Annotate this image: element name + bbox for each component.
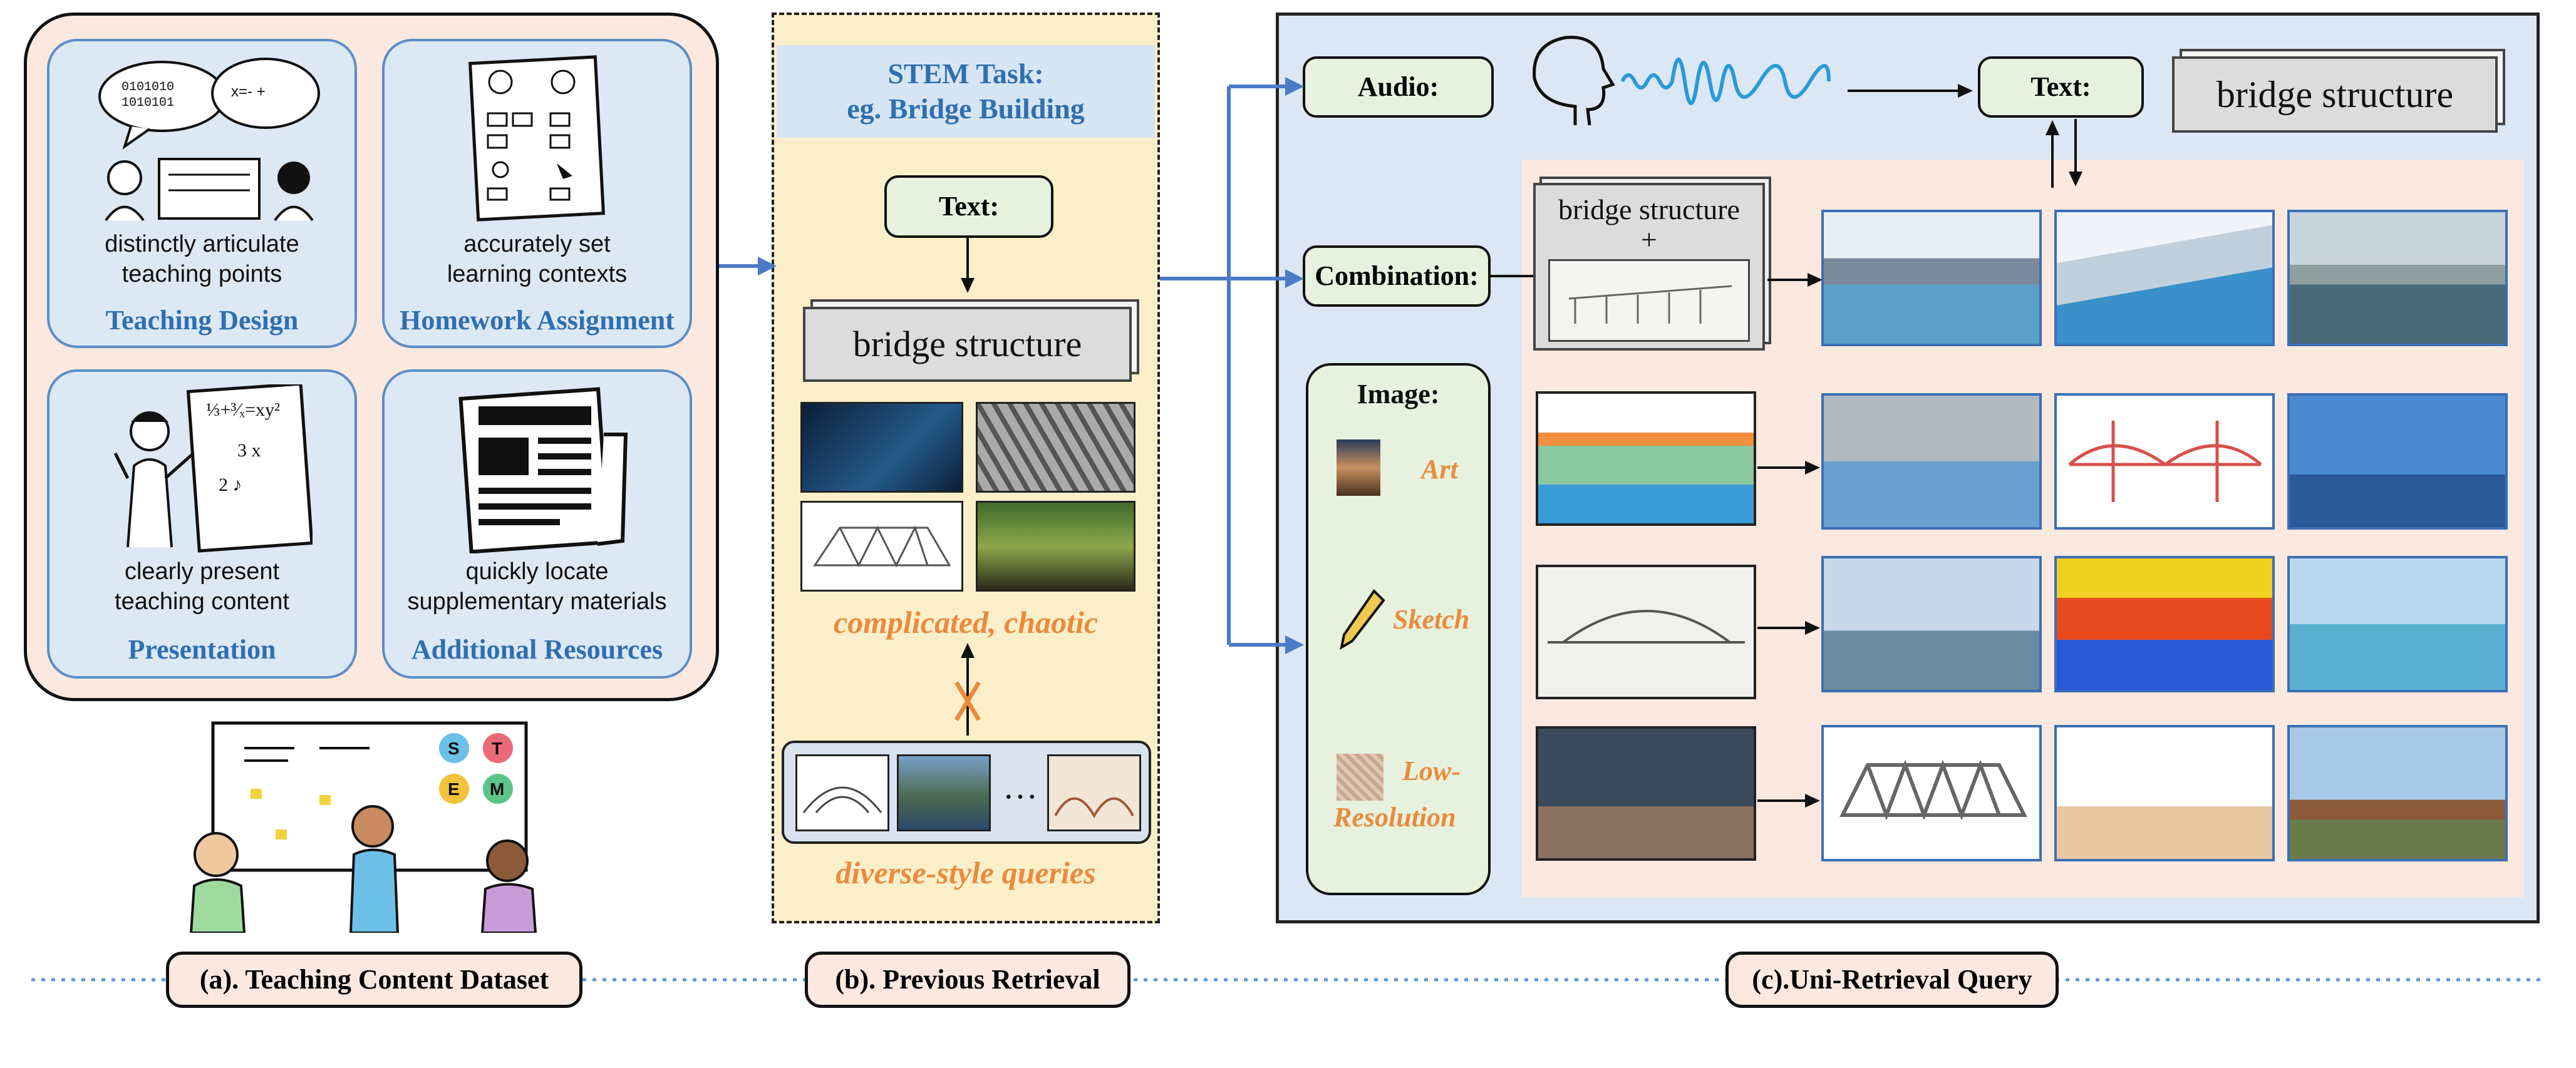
teaching-design-card: 0101010 1010101 x=- + distinctly articul… <box>47 39 357 348</box>
low-resolution-icon <box>1337 754 1384 801</box>
panel-b-to-c-branch-arrow-icon <box>1160 77 1304 654</box>
result-low-res-1 <box>1821 725 2042 861</box>
card-title: Teaching Design <box>105 305 299 336</box>
card-desc-line: distinctly articulate <box>105 231 299 257</box>
svg-text:1010101: 1010101 <box>122 96 174 110</box>
card-title: Homework Assignment <box>400 305 675 336</box>
plus-sign: + <box>1641 223 1657 255</box>
style-label-sketch: Sketch <box>1393 604 1470 635</box>
chaotic-result-note: complicated, chaotic <box>833 605 1099 640</box>
combination-text: bridge structure <box>1558 193 1740 225</box>
svg-text:⅓+³⁄ₓ=xy²: ⅓+³⁄ₓ=xy² <box>206 399 280 420</box>
stem-task-example: eg. Bridge Building <box>847 93 1085 125</box>
diverse-queries-note: diverse-style queries <box>835 855 1096 890</box>
retrieved-image-forest-bridge <box>976 501 1135 592</box>
presentation-card: ⅓+³⁄ₓ=xy² 3 x 2 ♪ clearly present teachi… <box>47 369 357 679</box>
card-title: Additional Resources <box>411 634 663 665</box>
card-desc-line: quickly locate <box>465 558 609 585</box>
result-art-2 <box>2054 393 2275 530</box>
query-painting-thumb <box>897 754 991 831</box>
result-low-res-3 <box>2287 725 2508 861</box>
right-arrow-icon <box>1757 794 1820 808</box>
result-sketch-1 <box>1821 556 2042 692</box>
result-sketch-2 <box>2054 556 2275 692</box>
newspaper-illustration-icon <box>458 387 628 553</box>
card-desc-line: accurately set <box>463 231 611 257</box>
retrieved-image-truss-drawing <box>800 501 963 592</box>
homework-assignment-card: accurately set learning contexts Homewor… <box>382 39 692 348</box>
additional-resources-card: quickly locate supplementary materials A… <box>382 369 692 679</box>
pencil-icon <box>1340 588 1385 650</box>
query-sketch-thumb <box>795 754 889 831</box>
result-combination-3 <box>2287 210 2508 346</box>
query-watercolor-thumb <box>1047 754 1141 831</box>
stem-task-title: STEM Task: <box>887 58 1044 90</box>
result-low-res-2 <box>2054 725 2275 861</box>
card-desc-line: learning contexts <box>447 261 628 287</box>
style-label-resolution: Resolution <box>1333 802 1456 833</box>
combination-query-box: Combination: <box>1303 245 1491 307</box>
stem-letter: T <box>492 739 502 758</box>
result-combination-2 <box>2054 210 2275 346</box>
right-arrow-icon <box>1767 273 1823 287</box>
panel-c-label: (c).Uni-Retrieval Query <box>1725 952 2059 1008</box>
text-output-box: Text: <box>1978 56 2144 118</box>
art-query-image <box>1536 391 1756 526</box>
style-label-low: Low- <box>1402 756 1461 786</box>
stem-letter: M <box>490 779 504 799</box>
transcript-text: bridge structure <box>2172 56 2498 133</box>
panel-a-to-b-arrow-icon <box>719 257 777 275</box>
planning-board-illustration-icon <box>468 55 606 222</box>
style-label-art: Art <box>1421 454 1458 485</box>
svg-text:0101010: 0101010 <box>122 80 174 95</box>
speaking-head-waveform-icon <box>1533 36 1831 126</box>
audio-query-box: Audio: <box>1303 56 1494 118</box>
card-desc-line: teaching points <box>122 261 282 287</box>
svg-text:3 x: 3 x <box>237 440 261 461</box>
connector-line <box>1491 275 1534 277</box>
discussion-illustration-icon: 0101010 1010101 x=- + <box>98 58 320 222</box>
image-query-title: Image: <box>1357 379 1440 409</box>
whiteboard-teacher-illustration-icon: ⅓+³⁄ₓ=xy² 3 x 2 ♪ <box>113 384 313 553</box>
bridge-structure-query: bridge structure <box>803 307 1132 382</box>
right-arrow-icon <box>1757 461 1820 475</box>
card-title: Presentation <box>128 634 276 665</box>
result-art-1 <box>1821 393 2042 530</box>
stem-classroom-illustration-icon: S T E M <box>189 721 537 933</box>
stem-letter: S <box>448 739 460 758</box>
card-desc-line: teaching content <box>115 588 289 615</box>
combination-sketch-thumb <box>1548 259 1750 342</box>
retrieved-image-steel-truss <box>976 402 1135 493</box>
card-desc-line: supplementary materials <box>407 588 667 615</box>
combination-query-card: bridge structure + <box>1533 183 1765 351</box>
image-query-box: Image: Art Sketch Low- Resolution <box>1306 363 1491 895</box>
bidirectional-arrow-icon <box>2046 119 2082 188</box>
panel-b-label: (b). Previous Retrieval <box>805 952 1130 1008</box>
svg-text:x=- +: x=- + <box>231 83 266 100</box>
stem-letter: E <box>448 779 460 799</box>
dotted-baseline <box>31 978 2543 982</box>
text-query-box: Text: <box>884 175 1053 238</box>
blocked-arrow-icon <box>954 643 981 736</box>
right-arrow-icon <box>1757 621 1820 635</box>
ellipsis: … <box>1003 768 1038 806</box>
art-style-icon <box>1337 439 1380 496</box>
low-resolution-query-image <box>1536 726 1756 861</box>
down-arrow-icon <box>961 238 975 293</box>
retrieved-image-bridge-render <box>800 402 963 493</box>
sketch-query-image <box>1536 565 1756 699</box>
diverse-query-strip: … <box>782 741 1151 844</box>
result-combination-1 <box>1821 210 2042 346</box>
panel-a-label: (a). Teaching Content Dataset <box>166 952 582 1008</box>
result-sketch-3 <box>2287 556 2508 692</box>
stem-task-banner: STEM Task: eg. Bridge Building <box>777 45 1155 138</box>
card-desc-line: clearly present <box>124 558 280 585</box>
svg-text:2 ♪: 2 ♪ <box>219 475 242 495</box>
result-art-3 <box>2287 393 2508 530</box>
right-arrow-icon <box>1848 84 1973 98</box>
